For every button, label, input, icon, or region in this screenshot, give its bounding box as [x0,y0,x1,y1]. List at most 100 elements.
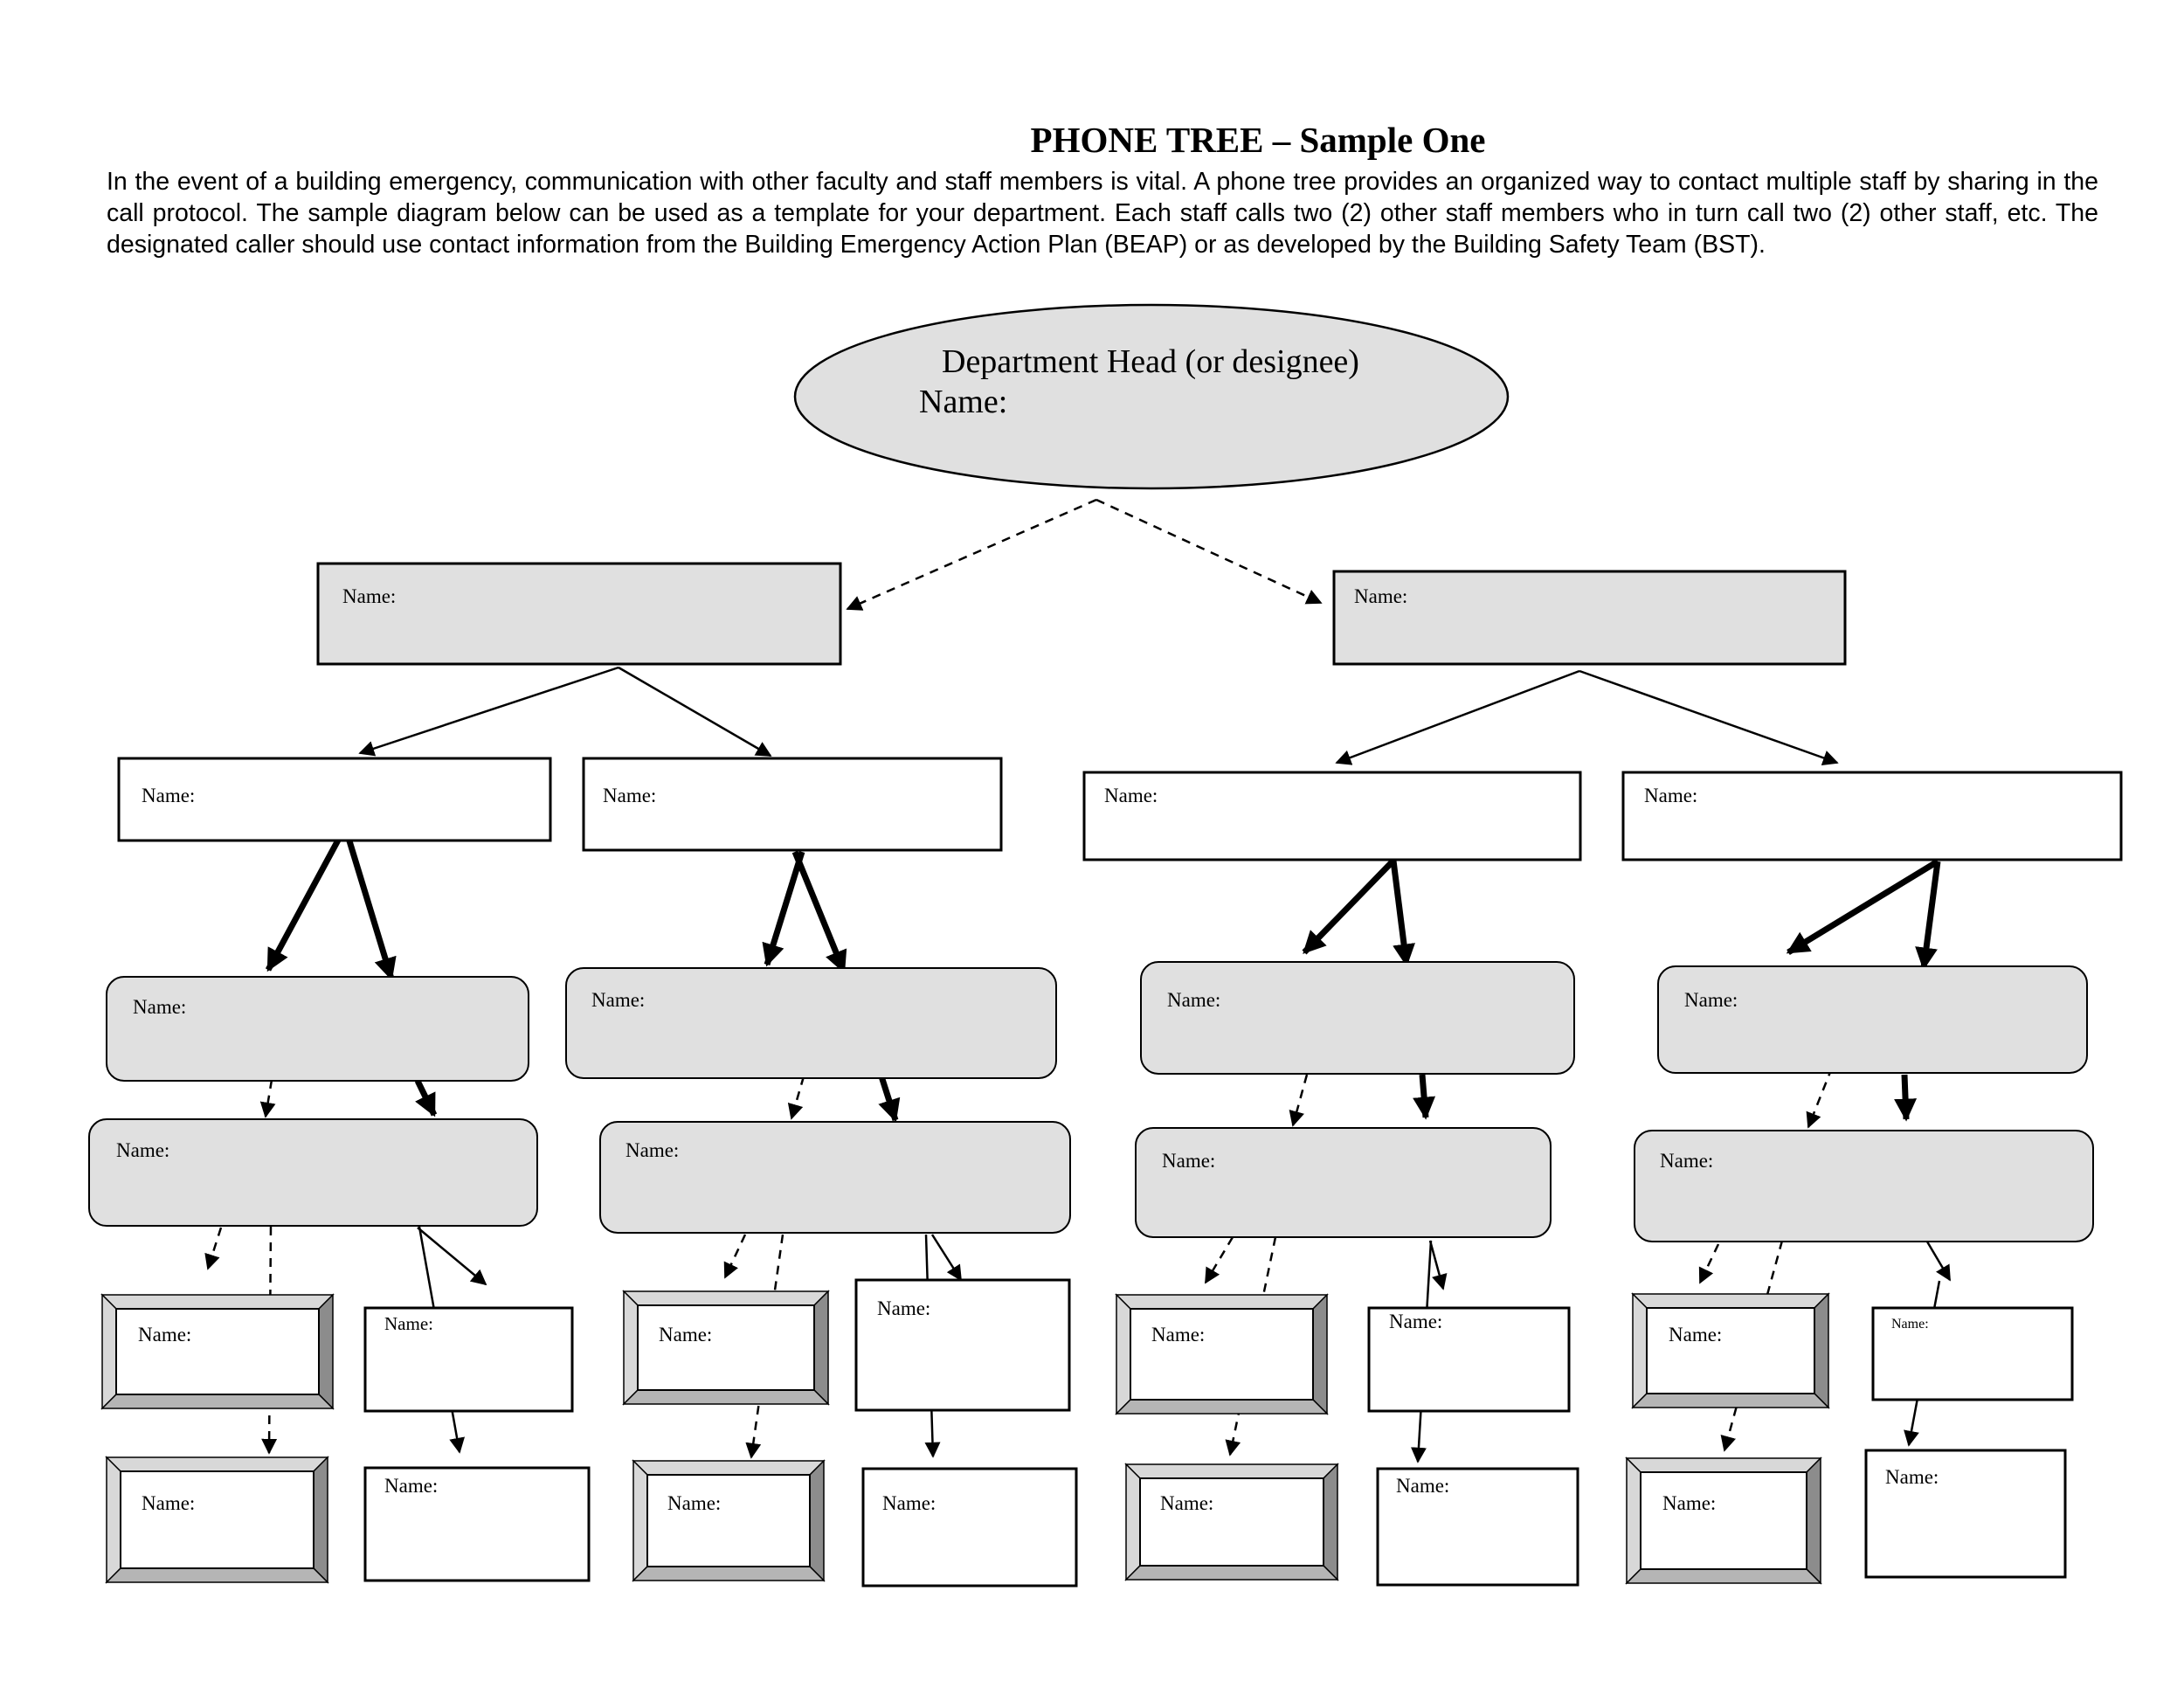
level4-box-4: Name: [1634,1130,2094,1242]
level4-box-3: Name: [1135,1127,1552,1238]
bevel-left [1116,1293,1131,1415]
level2-box-4: Name: [1621,771,2123,861]
name-label: Name: [1104,785,1158,806]
box-frame [1140,961,1575,1075]
box-frame [1376,1467,1579,1587]
bevel-face [120,1470,314,1569]
box-frame [106,976,529,1082]
solid-arrow [1923,1236,1952,1282]
bevel-right [1312,1293,1328,1415]
level1-left-box: Name: [316,562,842,666]
thick-arrow [344,834,397,981]
box-frame [565,967,1057,1079]
dashed-arrow [1289,1074,1309,1127]
level6-plain-box-1: Name: [363,1466,591,1582]
bevel-top [632,1460,826,1476]
name-label: Name: [1885,1466,1939,1488]
level5-plain-box-1: Name: [363,1306,574,1413]
name-label: Name: [1354,585,1407,607]
solid-arrow [1428,1240,1448,1290]
bevel-top [1124,1463,1339,1479]
dashed-arrow [1204,1236,1234,1284]
box-frame [1332,570,1847,666]
department-head-node: Department Head (or designee) Name: [793,303,1510,490]
box-frame [1621,771,2123,861]
bevel-face [637,1304,815,1391]
level5-bevel-box-4: Name: [1631,1292,1830,1409]
bevel-top [105,1456,329,1472]
level5-bevel-box-1: Name: [100,1293,335,1410]
solid-arrow [618,666,772,758]
solid-arrow [1579,669,1839,766]
name-label: Name: [659,1324,712,1346]
bevel-left [101,1293,117,1410]
bevel-face [1640,1471,1807,1570]
box-frame [1135,1127,1552,1238]
name-label: Name: [142,785,195,806]
level2-box-1: Name: [117,757,552,842]
level2-box-2: Name: [582,757,1003,852]
level6-bevel-box-3: Name: [1124,1463,1339,1581]
name-label: Name: [603,785,656,806]
name-label: Name: [138,1324,191,1346]
bevel-top [1625,1457,1822,1473]
name-label: Name: [1891,1317,1929,1332]
box-frame [861,1467,1078,1588]
thick-arrow [1786,859,1939,955]
bevel-right [809,1459,825,1582]
solid-arrow [358,666,619,757]
name-label: Name: [882,1492,936,1514]
name-label: Name: [1389,1311,1442,1332]
name-label: Name: [1684,989,1738,1011]
dashed-arrow [846,498,1097,611]
box-frame [1634,1130,2094,1242]
intro-paragraph: In the event of a building emergency, co… [107,168,2098,259]
bevel-right [318,1293,334,1410]
dashed-arrow [1698,1243,1720,1284]
bevel-top [1115,1294,1329,1310]
level6-plain-box-2: Name: [861,1467,1078,1588]
bevel-left [632,1459,648,1582]
head-ellipse [793,303,1510,490]
name-label: Name: [1669,1324,1722,1346]
bevel-left [1125,1463,1141,1581]
dashed-arrow [1095,498,1323,605]
bevel-left [106,1456,121,1584]
connector-layer [204,498,1952,1463]
bevel-right [313,1456,328,1584]
level5-plain-box-4: Name: [1871,1306,2074,1401]
solid-arrow [930,1234,963,1282]
box-frame [363,1306,574,1413]
level1-right-box: Name: [1332,570,1847,666]
level3-box-1: Name: [106,976,529,1082]
level3-box-2: Name: [565,967,1057,1079]
level3-box-4: Name: [1657,965,2088,1074]
name-label: Name: [342,585,396,607]
thick-arrow [762,850,805,967]
bevel-bottom [105,1567,329,1583]
name-label: Name: [116,1139,169,1161]
head-title-text: Department Head (or designee) [942,343,1359,380]
node-layer: Department Head (or designee) Name: Name: N… [88,303,2123,1588]
bevel-bottom [100,1394,335,1409]
head-name-label: Name: [919,384,1007,420]
box-frame [1082,771,1582,861]
level4-box-1: Name: [88,1118,538,1227]
bevel-top [622,1290,830,1306]
bevel-left [1632,1292,1648,1409]
level6-bevel-box-4: Name: [1625,1456,1822,1585]
dashed-arrow-long [1720,1240,1784,1452]
bevel-bottom [1124,1565,1339,1581]
dashed-arrow [723,1234,747,1279]
dashed-arrow [259,1079,276,1118]
dashed-arrow [1806,1067,1834,1129]
thick-arrow [265,834,344,972]
name-label: Name: [1160,1492,1213,1514]
bevel-face [1139,1477,1324,1567]
bevel-left [1626,1456,1641,1585]
bevel-face [1646,1307,1815,1394]
name-label: Name: [667,1492,721,1514]
name-label: Name: [1167,989,1220,1011]
level5-bevel-box-3: Name: [1115,1293,1329,1415]
bevel-bottom [1631,1393,1830,1408]
